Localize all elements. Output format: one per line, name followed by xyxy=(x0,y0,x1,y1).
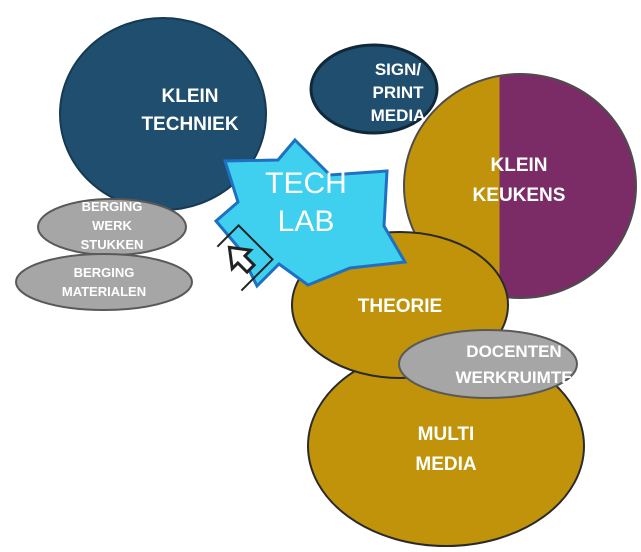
tech-lab-label-2: LAB xyxy=(278,205,335,238)
berging-materialen-label-1: BERGING xyxy=(74,265,135,280)
multi-media-label-2: MEDIA xyxy=(415,454,477,475)
theorie-label: THEORIE xyxy=(358,296,442,317)
area-berging-materialen: BERGING MATERIALEN xyxy=(15,253,193,311)
klein-techniek-label-1: KLEIN xyxy=(162,86,219,107)
sign-print-media-label-2: PRINT xyxy=(373,83,425,102)
klein-keukens-label-2: KEUKENS xyxy=(473,185,566,206)
area-klein-techniek: KLEIN TECHNIEK xyxy=(59,17,267,211)
entrance-arrow-icon xyxy=(216,224,274,292)
klein-techniek-label-2: TECHNIEK xyxy=(141,114,238,135)
area-sign-print-media: SIGN/ PRINT MEDIA xyxy=(309,43,439,135)
berging-materialen-label-2: MATERIALEN xyxy=(62,284,146,299)
docenten-werkruimte-label-2: WERKRUIMTE xyxy=(455,368,572,387)
sign-print-media-label-1: SIGN/ xyxy=(375,60,422,79)
multi-media-label-1: MULTI xyxy=(418,424,475,445)
klein-keukens-label-1: KLEIN xyxy=(491,155,548,176)
docenten-werkruimte-label-1: DOCENTEN xyxy=(466,342,561,361)
area-berging-werkstukken: BERGING WERK STUKKEN xyxy=(37,198,187,256)
area-klein-keukens: KLEIN KEUKENS xyxy=(403,73,637,299)
berging-werkstukken-label-3: STUKKEN xyxy=(81,237,144,252)
tech-lab-label-1: TECH xyxy=(265,167,347,200)
sign-print-media-label-3: MEDIA xyxy=(371,106,426,125)
berging-werkstukken-label-1: BERGING xyxy=(82,199,143,214)
area-docenten-werkruimte: DOCENTEN WERKRUIMTE xyxy=(398,329,578,399)
berging-werkstukken-label-2: WERK xyxy=(92,218,132,233)
